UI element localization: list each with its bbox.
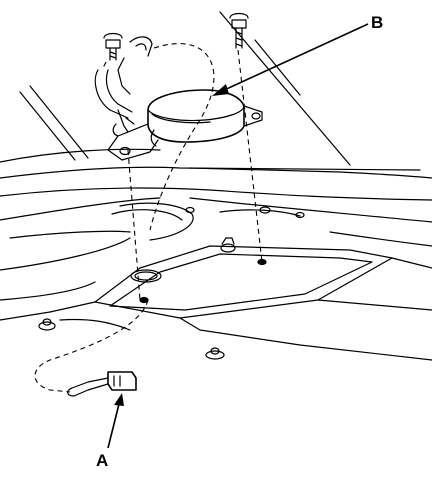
- bolt-right: [229, 12, 249, 49]
- floor-recess-panel: [0, 245, 432, 361]
- floor-studs: [38, 206, 305, 360]
- control-module-b: [107, 89, 263, 161]
- callout-b-label: B: [371, 13, 383, 32]
- routing-guides: [34, 43, 263, 393]
- connector-a: [67, 371, 137, 397]
- floor-contour: [111, 202, 194, 241]
- callout-a-label: A: [96, 451, 108, 470]
- mounting-holes: [130, 258, 267, 304]
- body-panel-lines: [0, 11, 432, 301]
- leader-b: [212, 23, 369, 96]
- leader-a: [107, 393, 124, 449]
- harness-bracket: [94, 36, 153, 137]
- bolt-left: [103, 32, 123, 61]
